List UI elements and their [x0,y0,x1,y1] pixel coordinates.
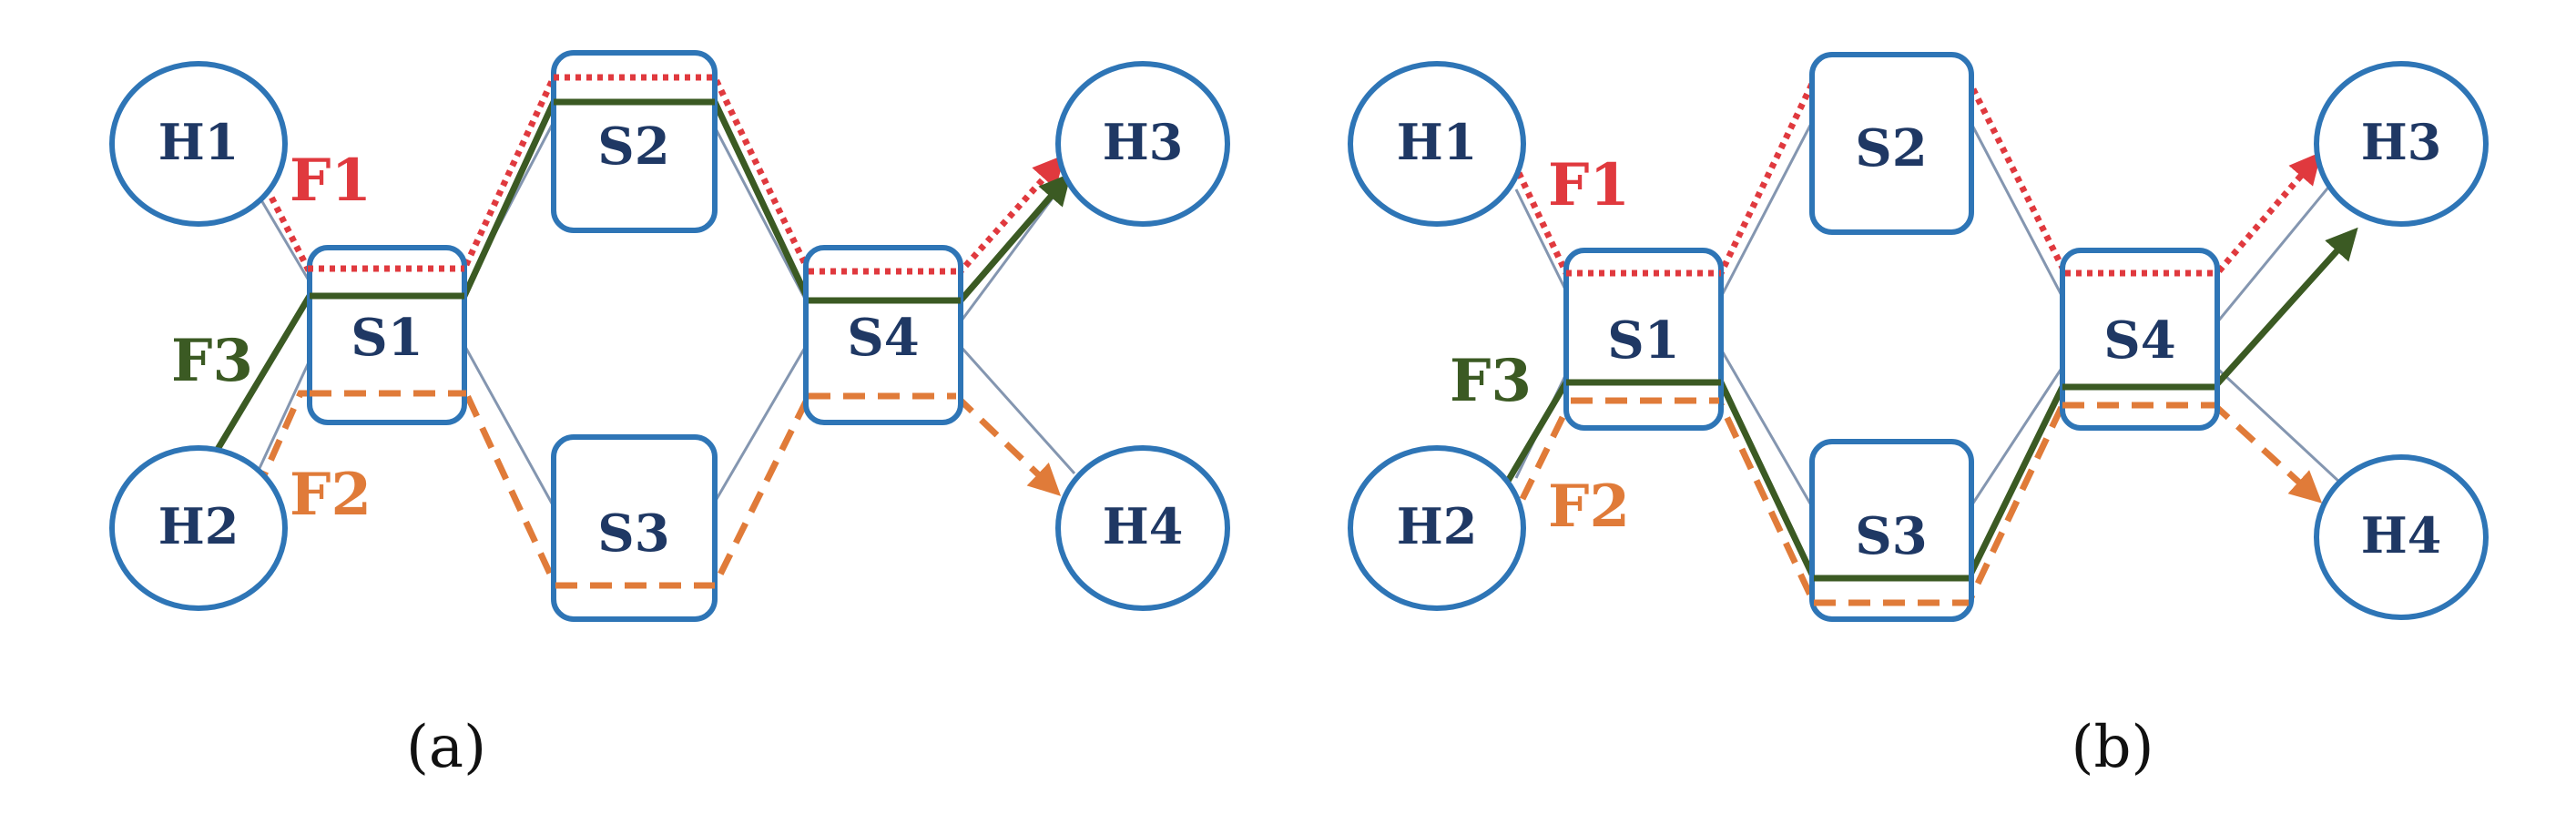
node-s3-b: S3 [1809,439,1974,622]
node-h2-label: H2 [1397,497,1478,555]
node-s4-a: S4 [803,245,963,425]
panel-b: H1 H2 H3 H4 S1 S2 S3 S4 [1348,52,2489,781]
caption-a: (a) [406,714,486,781]
node-h1-label: H1 [158,113,239,171]
node-s3-label: S3 [597,504,669,564]
flow-f2-overlay-a [310,390,956,589]
flow-f1-overlay-a [308,74,961,275]
caption-b: (b) [2072,714,2154,781]
node-s2-label: S2 [1855,118,1927,178]
node-s4-label: S4 [847,308,919,368]
node-s1-a: S1 [307,245,467,425]
link-s1-s3 [1717,345,1816,511]
node-h3-label: H3 [1103,113,1184,171]
node-h1-a: H1 [109,61,288,227]
flow-f3-overlay-b [1566,379,2215,582]
node-s2-b: S2 [1809,52,1974,235]
link-s3-s4 [1967,363,2066,511]
node-s2-a: S2 [551,50,718,233]
links-b [1514,117,2342,511]
link-s2-s4 [1967,117,2066,301]
node-s3-label: S3 [1855,506,1927,566]
node-h3-a: H3 [1055,61,1230,227]
node-h2-a: H2 [109,445,288,611]
node-h2-b: H2 [1348,445,1526,611]
node-h4-b: H4 [2314,454,2489,620]
node-h3-b: H3 [2314,61,2489,227]
link-s4-h4 [2211,362,2342,484]
flow-label-f1: F1 [1548,151,1630,219]
node-s3-a: S3 [551,434,718,622]
link-s1-s3 [458,336,557,511]
flow-f3-overlay-a [310,98,961,304]
flow-label-f2: F2 [290,461,372,529]
node-s4-label: S4 [2103,310,2175,371]
link-s4-h3 [2211,172,2342,329]
link-s2-s4 [708,117,808,301]
node-h4-a: H4 [1055,445,1230,611]
link-s1-s2 [1717,117,1816,301]
node-s1-label: S1 [1607,310,1679,371]
link-s3-s4 [708,345,808,511]
link-s4-h4 [954,340,1076,475]
flow-label-f3: F3 [1450,347,1532,415]
node-h3-label: H3 [2361,113,2442,171]
node-h4-label: H4 [1103,497,1184,555]
flow-label-f2: F2 [1548,473,1630,541]
link-h1-s1 [253,188,316,290]
node-h4-label: H4 [2361,506,2442,565]
panel-a: H1 H2 H3 H4 S1 S2 S3 S4 [109,50,1230,781]
flow-f2-overlay-b [1571,397,2215,606]
node-h2-label: H2 [158,497,239,555]
node-h1-label: H1 [1397,113,1478,171]
node-s1-label: S1 [351,308,423,368]
link-h1-s1 [1514,188,1573,301]
flow-label-f1: F1 [290,147,372,215]
node-s4-b: S4 [2060,248,2220,431]
node-h1-b: H1 [1348,61,1526,227]
flow-label-f3: F3 [171,327,253,395]
node-s2-label: S2 [597,117,669,177]
link-h2-s1 [253,350,316,479]
